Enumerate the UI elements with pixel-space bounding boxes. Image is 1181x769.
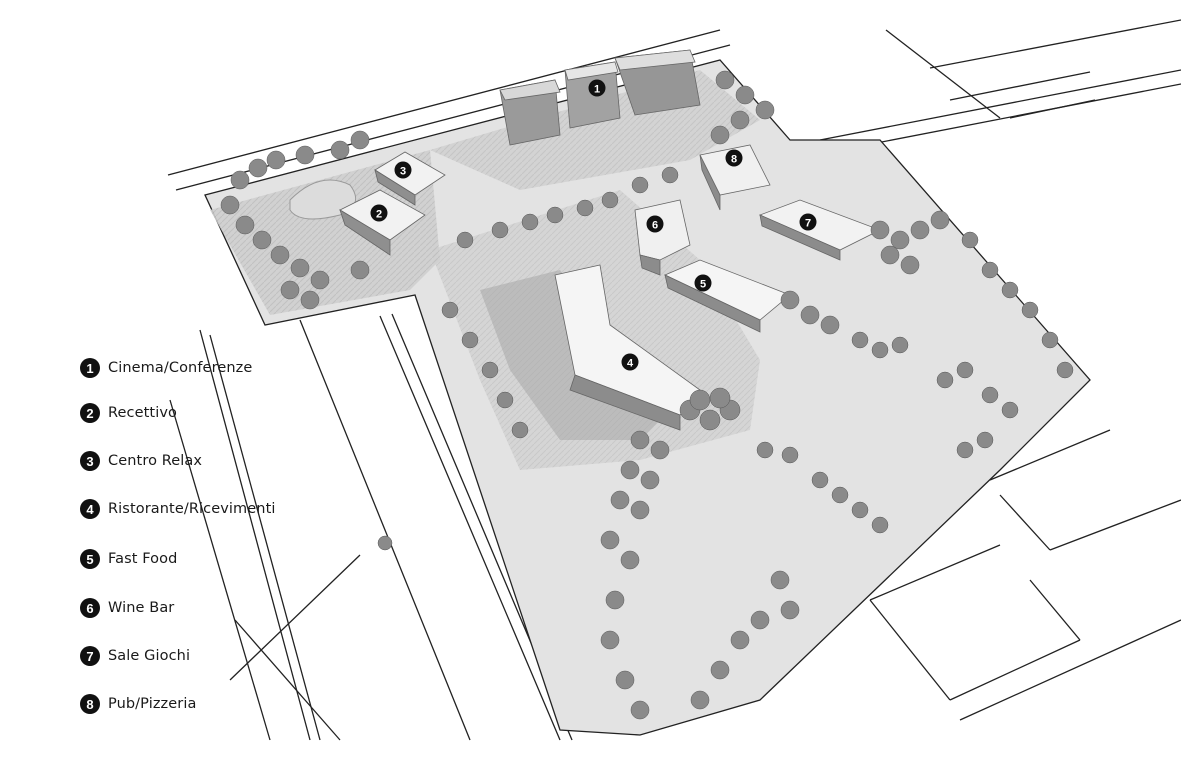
- marker-7: 7: [799, 213, 817, 231]
- legend-number: 1: [80, 358, 100, 378]
- legend-number: 4: [80, 499, 100, 519]
- marker-5: 5: [694, 274, 712, 292]
- legend-number: 8: [80, 694, 100, 714]
- svg-text:2: 2: [376, 209, 382, 221]
- legend-label: Sale Giochi: [108, 648, 191, 664]
- legend-item: 2 Recettivo: [80, 401, 177, 425]
- legend-item: 4 Ristorante/Ricevimenti: [80, 497, 276, 521]
- buildings: [339, 49, 881, 431]
- marker-1: 1: [588, 79, 606, 97]
- svg-text:3: 3: [400, 166, 406, 178]
- legend-item: 7 Sale Giochi: [80, 644, 190, 668]
- marker-4: 4: [621, 353, 639, 371]
- legend-number: 3: [80, 451, 100, 471]
- legend-label: Wine Bar: [108, 600, 175, 616]
- svg-text:1: 1: [594, 84, 600, 96]
- legend-label: Pub/Pizzeria: [108, 696, 197, 712]
- legend-label: Centro Relax: [108, 453, 203, 469]
- trees: [220, 70, 1074, 720]
- marker-3: 3: [394, 161, 412, 179]
- legend-label: Cinema/Conferenze: [108, 360, 253, 376]
- svg-text:7: 7: [805, 218, 811, 230]
- legend-number: 6: [80, 598, 100, 618]
- legend-item: 5 Fast Food: [80, 547, 177, 571]
- legend-item: 8 Pub/Pizzeria: [80, 692, 196, 716]
- marker-6: 6: [646, 215, 664, 233]
- legend-number: 5: [80, 549, 100, 569]
- svg-text:8: 8: [731, 154, 737, 166]
- marker-8: 8: [725, 149, 743, 167]
- legend-label: Recettivo: [108, 405, 177, 421]
- svg-text:6: 6: [652, 220, 658, 232]
- legend-item: 6 Wine Bar: [80, 596, 174, 620]
- svg-text:4: 4: [627, 358, 634, 370]
- legend-item: 1 Cinema/Conferenze: [80, 356, 252, 380]
- marker-2: 2: [370, 204, 388, 222]
- legend-number: 2: [80, 403, 100, 423]
- legend-item: 3 Centro Relax: [80, 449, 202, 473]
- svg-text:5: 5: [700, 279, 706, 291]
- legend-label: Fast Food: [108, 551, 178, 567]
- legend-label: Ristorante/Ricevimenti: [108, 501, 276, 517]
- legend-number: 7: [80, 646, 100, 666]
